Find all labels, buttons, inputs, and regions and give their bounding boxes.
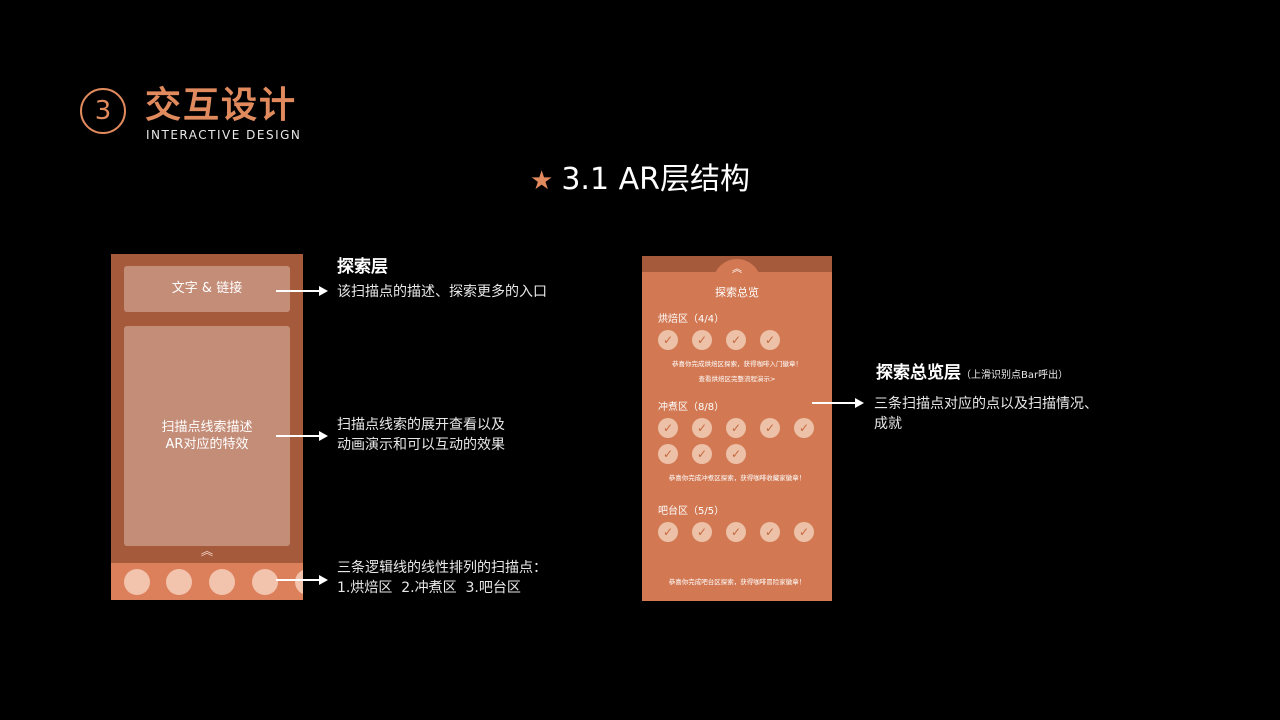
scan-point-dot[interactable]: [124, 569, 150, 595]
annotation-entry: 该扫描点的描述、探索更多的入口: [337, 284, 547, 300]
checkmark-icon: ✓: [760, 418, 780, 438]
annotation-overview-line1: 三条扫描点对应的点以及扫描情况、: [874, 396, 1098, 412]
scan-clue-line1: 扫描点线索描述: [161, 420, 253, 435]
checkmark-icon: ✓: [760, 522, 780, 542]
checkmark-icon: ✓: [692, 444, 712, 464]
checkmark-icon: ✓: [726, 522, 746, 542]
annotation-scan-points: 三条逻辑线的线性排列的扫描点： 1.烘焙区 2.冲煮区 3.吧台区: [337, 558, 547, 598]
step-number-badge: 3: [80, 88, 126, 134]
scan-clue-line2: AR对应的特效: [165, 437, 249, 452]
zone-congrats-bar: 恭喜你完成吧台区探索，获得咖啡冒险家徽章！: [668, 578, 806, 586]
chevron-up-icon[interactable]: ︽: [200, 544, 213, 558]
zone-congrats-baking: 恭喜你完成烘焙区探索，获得咖啡入门徽章！: [672, 360, 802, 368]
section-title-text: 3.1 AR层结构: [561, 162, 750, 197]
checkmark-icon: ✓: [658, 330, 678, 350]
checkmark-icon: ✓: [794, 418, 814, 438]
star-icon: ★: [530, 166, 554, 196]
checkmark-icon: ✓: [726, 330, 746, 350]
exploration-layer-title: 探索层: [337, 257, 388, 277]
annotation-scan-line1: 三条逻辑线的线性排列的扫描点：: [337, 560, 547, 576]
overview-layer-title: 探索总览层: [876, 363, 961, 383]
page-subtitle: INTERACTIVE DESIGN: [146, 128, 302, 142]
overview-layer-hint: （上滑识别点Bar呼出）: [961, 370, 1069, 381]
annotation-scan-line2: 1.烘焙区 2.冲煮区 3.吧台区: [337, 580, 521, 596]
arrow-right-icon: [276, 575, 328, 585]
section-title: ★3.1 AR层结构: [0, 154, 1280, 198]
arrow-right-icon: [812, 398, 864, 408]
checkmark-icon: ✓: [794, 522, 814, 542]
checkmark-icon: ✓: [692, 330, 712, 350]
annotation-clue-line2: 动画演示和可以互动的效果: [337, 437, 505, 453]
arrow-right-icon: [276, 286, 328, 296]
page-title: 交互设计: [145, 85, 298, 126]
checkmark-icon: ✓: [692, 418, 712, 438]
scan-point-bar[interactable]: [111, 563, 303, 600]
overview-layer-heading: 探索总览层（上滑识别点Bar呼出）: [876, 358, 1068, 383]
annotation-clue-line1: 扫描点线索的展开查看以及: [337, 417, 505, 433]
zone-congrats-brewing: 恭喜你完成冲煮区探索，获得咖啡收藏家徽章！: [668, 474, 806, 482]
checkmark-icon: ✓: [692, 522, 712, 542]
exploration-overview-mockup: ︽ 探索总览 烘焙区（4/4） 恭喜你完成烘焙区探索，获得咖啡入门徽章！ 查看烘…: [642, 256, 832, 601]
zone-label-baking: 烘焙区（4/4）: [658, 314, 725, 325]
zone-label-bar: 吧台区（5/5）: [658, 506, 725, 517]
scan-point-dot[interactable]: [209, 569, 235, 595]
overview-title: 探索总览: [715, 286, 759, 299]
checkmark-icon: ✓: [726, 444, 746, 464]
annotation-clue: 扫描点线索的展开查看以及 动画演示和可以互动的效果: [337, 415, 505, 455]
checkmark-icon: ✓: [658, 444, 678, 464]
annotation-overview-line2: 成就: [874, 416, 902, 432]
scan-point-dot[interactable]: [166, 569, 192, 595]
exploration-layer-mockup: 文字 & 链接 扫描点线索描述 AR对应的特效 ︽: [111, 254, 303, 600]
baking-demo-link[interactable]: 查看烘焙区完整流程演示>: [698, 375, 776, 383]
chevron-up-icon[interactable]: ︽: [732, 264, 742, 275]
text-link-card[interactable]: 文字 & 链接: [124, 266, 290, 312]
scan-point-dot[interactable]: [295, 569, 303, 595]
checkmark-icon: ✓: [760, 330, 780, 350]
scan-point-dot[interactable]: [252, 569, 278, 595]
checkmark-icon: ✓: [658, 418, 678, 438]
checkmark-icon: ✓: [726, 418, 746, 438]
checkmark-icon: ✓: [658, 522, 678, 542]
arrow-right-icon: [276, 431, 328, 441]
zone-label-brewing: 冲煮区（8/8）: [658, 402, 725, 413]
scan-clue-card[interactable]: 扫描点线索描述 AR对应的特效: [124, 326, 290, 546]
annotation-overview: 三条扫描点对应的点以及扫描情况、 成就: [874, 394, 1098, 434]
